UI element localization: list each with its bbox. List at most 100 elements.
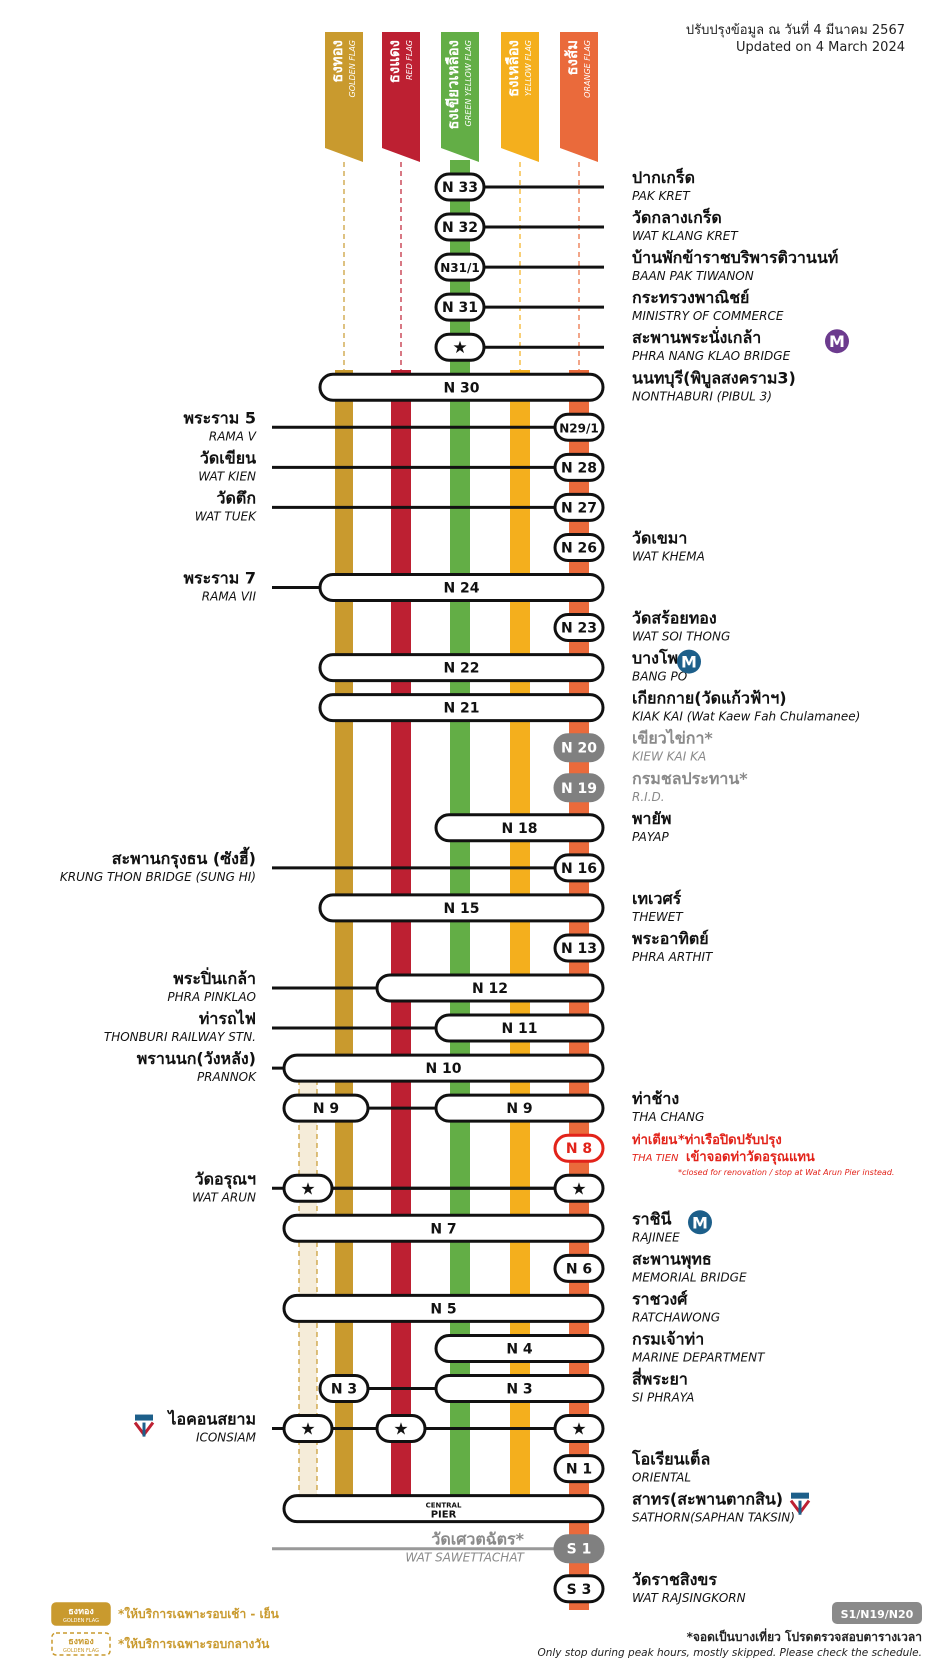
bts-icon <box>789 1492 811 1516</box>
station-name-english: PHRA NANG KLAO BRIDGE <box>632 349 791 363</box>
station-row[interactable]: N31/1บ้านพักข้าราชบริพารติวานนท์BAAN PAK… <box>434 248 838 283</box>
pier-pill[interactable] <box>318 653 605 683</box>
pier-pill[interactable] <box>553 853 605 883</box>
pier-pill[interactable] <box>553 933 605 963</box>
pier-pill[interactable] <box>318 893 605 923</box>
pier-pill[interactable] <box>434 292 486 322</box>
pier-pill[interactable] <box>282 1053 605 1083</box>
star-icon: ★ <box>571 1420 586 1440</box>
pier-pill[interactable] <box>434 212 486 242</box>
pier-pill[interactable] <box>553 1454 605 1484</box>
pier-pill[interactable] <box>553 1253 605 1283</box>
pier-pill[interactable] <box>553 1574 605 1604</box>
closure-note-thai-1: *ท่าเรือปิดปรับปรุง <box>678 1132 782 1148</box>
station-row[interactable]: S 1วัดเศวตฉัตร*WAT SAWETTACHAT <box>272 1530 605 1565</box>
pier-pill[interactable] <box>553 532 605 562</box>
pier-code: N 7 <box>430 1221 456 1237</box>
station-name-english: THA CHANG <box>632 1110 704 1124</box>
flag-english-label: RED FLAG <box>405 40 414 80</box>
pier-pill[interactable] <box>375 1414 427 1444</box>
flag-banner <box>325 32 363 162</box>
flag-english-label: GREEN YELLOW FLAG <box>464 40 473 126</box>
flag-english-label: ORANGE FLAG <box>583 40 592 98</box>
pier-pill[interactable] <box>434 1013 605 1043</box>
pier-pill[interactable] <box>553 412 605 442</box>
star-icon: ★ <box>300 1179 315 1199</box>
pier-pill[interactable] <box>282 1414 334 1444</box>
pier-pill[interactable] <box>375 973 605 1003</box>
legend-flag-thai: ธงทอง <box>68 1607 94 1617</box>
pier-pill[interactable] <box>434 172 486 202</box>
flag-english-label: YELLOW FLAG <box>524 40 533 96</box>
pier-code: N 24 <box>443 581 479 597</box>
central-pier-line1: CENTRAL <box>426 1502 462 1510</box>
pier-pill[interactable] <box>318 1374 370 1403</box>
pier-pill[interactable] <box>434 813 605 843</box>
pier-code: N 21 <box>443 701 479 717</box>
pier-pill[interactable] <box>434 1374 605 1403</box>
pier-pill[interactable] <box>282 1494 605 1524</box>
station-row[interactable]: CENTRALPIERสาทร(สะพานตากสิน)SATHORN(SAPH… <box>282 1490 811 1525</box>
legend-flag-english: GOLDEN FLAG <box>63 1618 99 1624</box>
pier-pill[interactable] <box>318 693 605 723</box>
pier-pill[interactable] <box>318 573 605 602</box>
pier-pill[interactable] <box>553 492 605 522</box>
station-name-english: R.I.D. <box>632 790 665 804</box>
pier-pill[interactable] <box>553 1173 605 1203</box>
pier-pill[interactable] <box>282 1093 370 1123</box>
mrt-icon: M <box>677 649 701 674</box>
line-red <box>391 370 411 1496</box>
station-name-thai: สะพานพระนั่งเกล้า <box>632 326 761 347</box>
pier-pill[interactable] <box>553 1133 605 1163</box>
pier-pill[interactable] <box>553 733 605 763</box>
pier-pill[interactable] <box>434 252 486 282</box>
svg-text:M: M <box>681 653 697 672</box>
station-name-thai: ปากเกร็ด <box>632 166 695 187</box>
pier-pill[interactable] <box>282 1173 334 1203</box>
pier-pill[interactable] <box>553 1534 605 1564</box>
pier-pill[interactable] <box>553 1414 605 1444</box>
pier-pill[interactable] <box>553 452 605 482</box>
pier-pill[interactable] <box>434 1333 605 1363</box>
pier-pill[interactable] <box>434 332 486 362</box>
pier-pill[interactable] <box>282 1213 605 1243</box>
pier-pill[interactable] <box>282 1293 605 1323</box>
pier-pill[interactable] <box>553 773 605 803</box>
pier-pill[interactable] <box>434 1093 605 1123</box>
pier-pill[interactable] <box>318 372 605 402</box>
pier-pill[interactable] <box>553 613 605 643</box>
